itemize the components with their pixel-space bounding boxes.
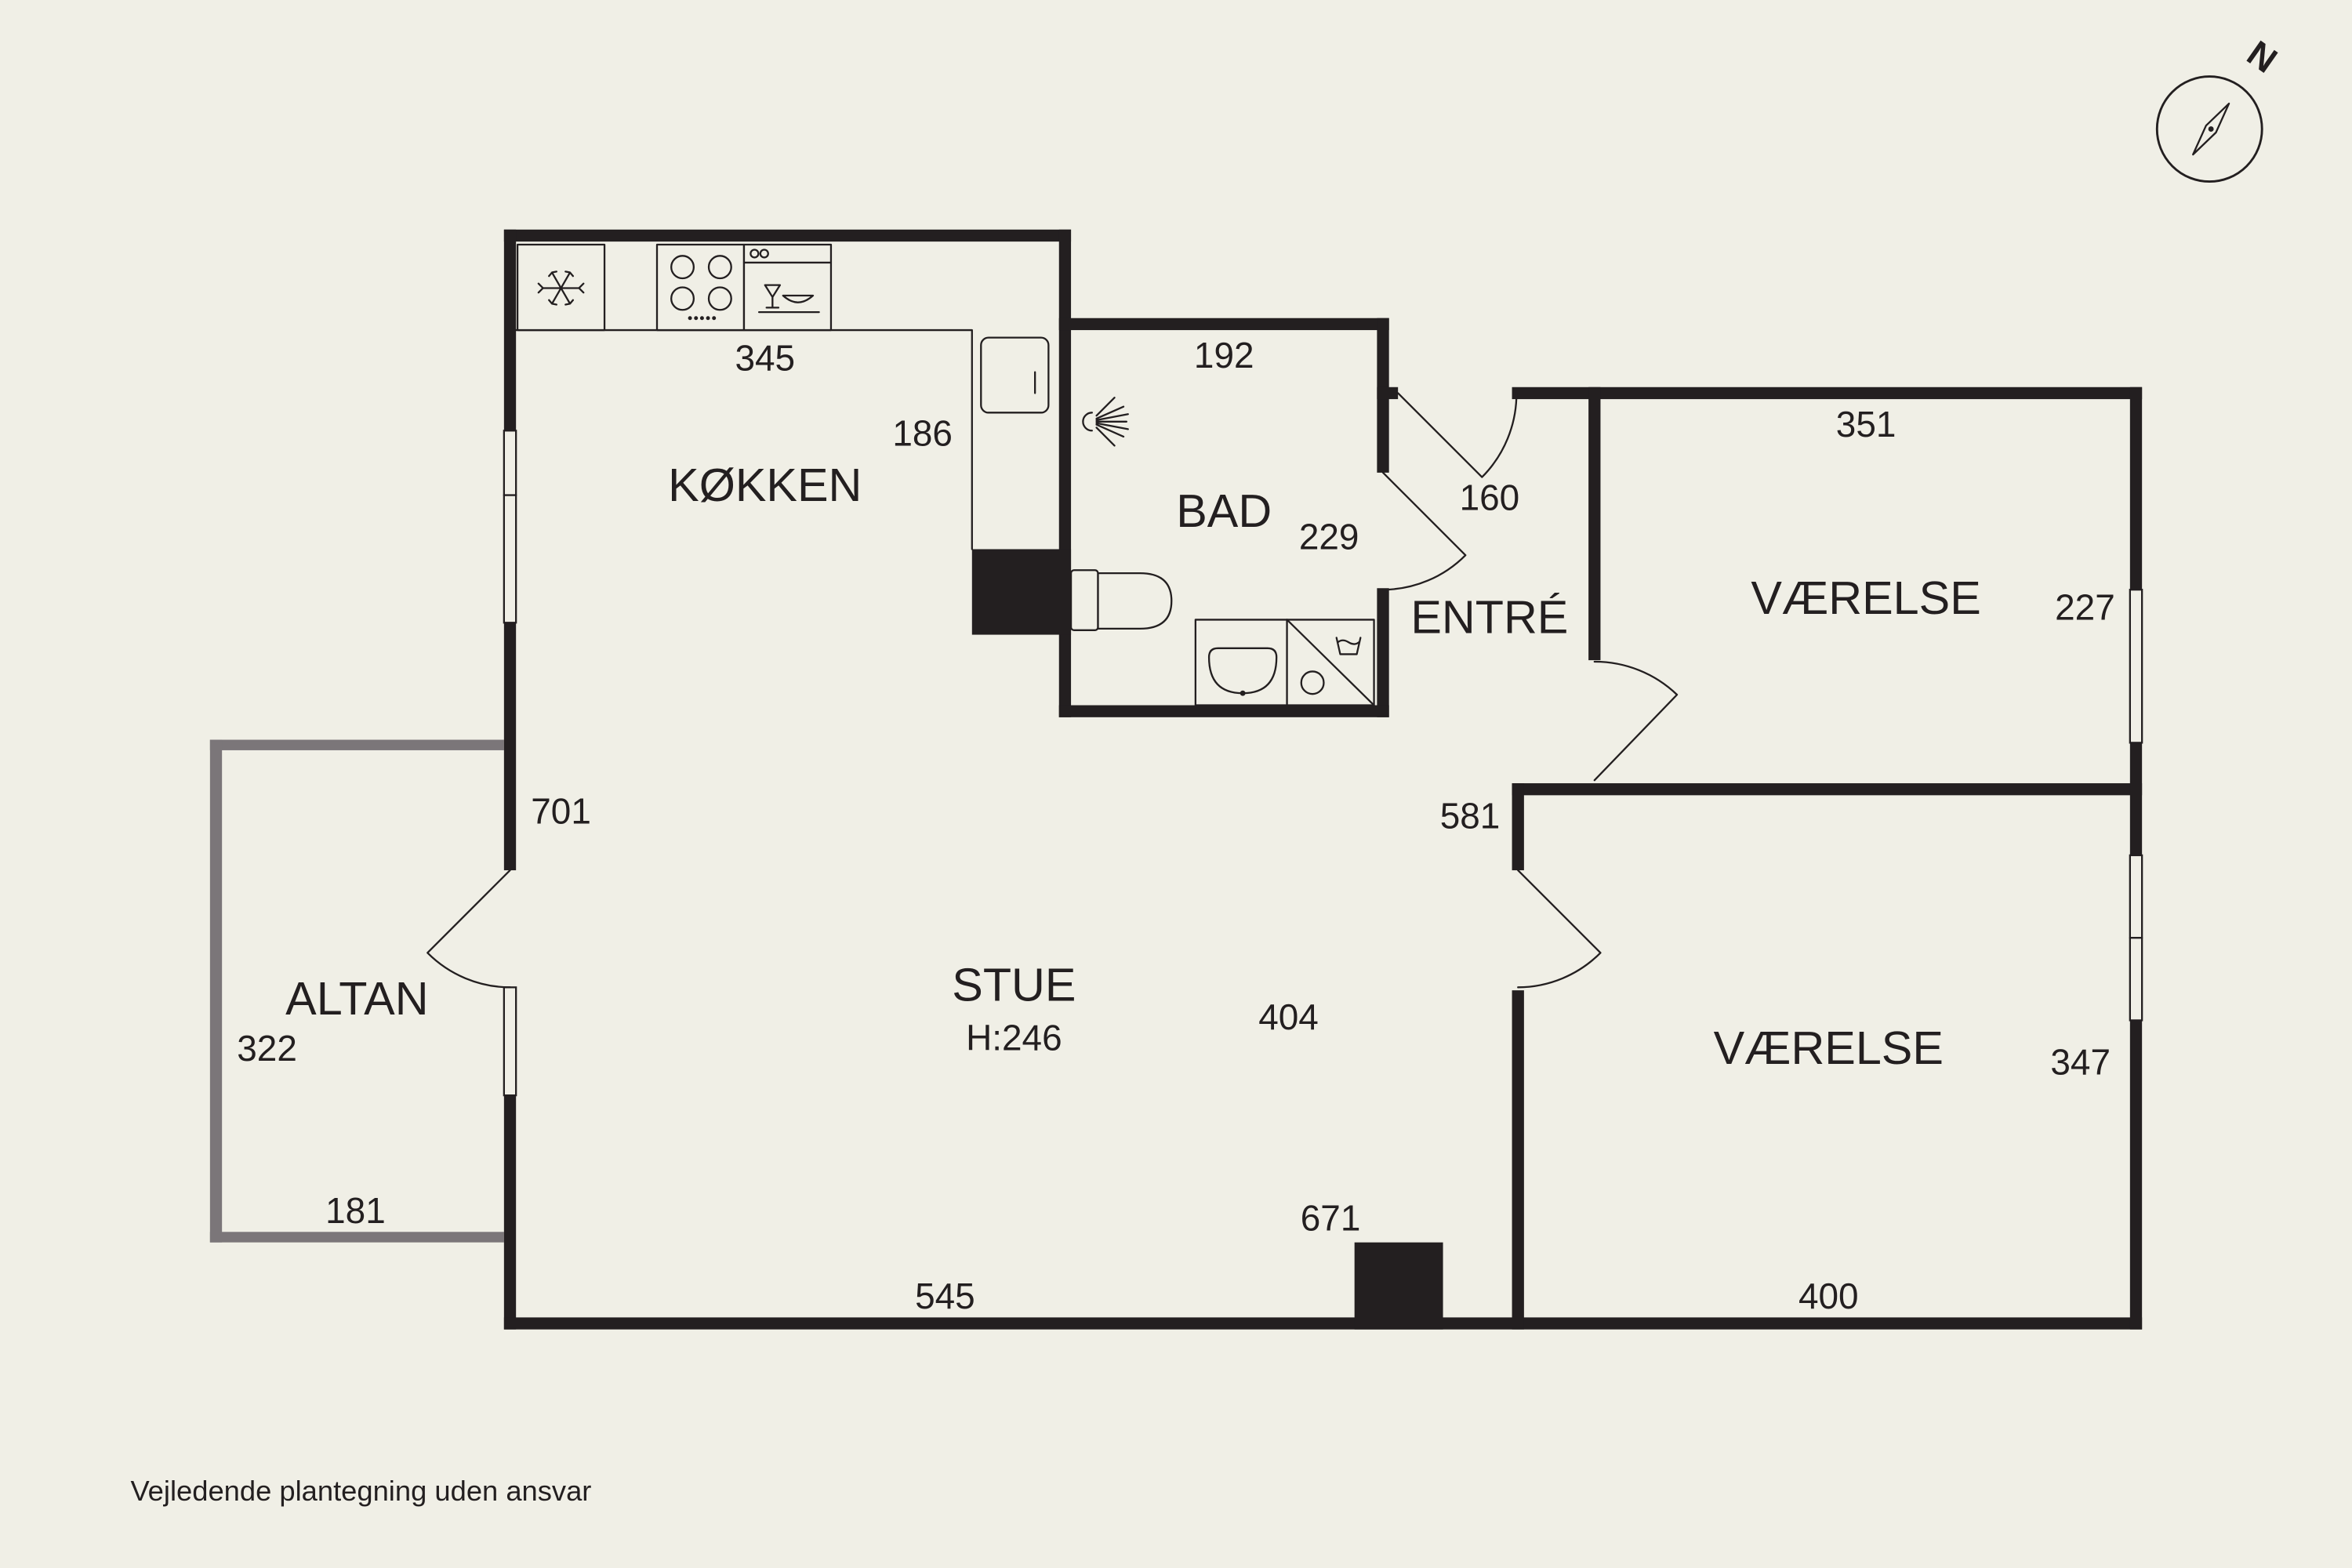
balcony-outline — [209, 739, 504, 1243]
dimension-label: 701 — [531, 791, 591, 832]
fridge-icon — [516, 243, 606, 332]
wall-segment — [503, 622, 517, 871]
dimension-label: 351 — [1836, 404, 1896, 445]
room-label-kitchen: KØKKEN — [668, 459, 862, 511]
dimension-label: 671 — [1301, 1197, 1361, 1238]
stove-icon — [655, 243, 746, 332]
doors — [426, 392, 1679, 989]
dimension-label: 229 — [1299, 516, 1359, 557]
wall-segment — [503, 1095, 517, 1330]
shower-icon — [1082, 397, 1129, 447]
toilet-icon — [1069, 569, 1173, 631]
wall-segment — [1512, 990, 1524, 1330]
dimension-label: 581 — [1440, 795, 1501, 836]
dimension-label: 186 — [892, 412, 953, 453]
disclaimer-text: Vejledende plantegning uden ansvar — [130, 1475, 591, 1507]
dimension-label: 400 — [1798, 1276, 1859, 1316]
dimension-labels: 345 186 192 229 160 351 227 347 400 581 … — [237, 335, 2114, 1316]
washbasin-icon — [1194, 619, 1288, 706]
wall-segment — [2129, 387, 2143, 590]
window — [503, 986, 517, 1097]
door-swing-bath — [1381, 471, 1467, 591]
wall-segment — [1377, 588, 1389, 717]
dimension-label: 347 — [2050, 1041, 2111, 1082]
dishwasher-icon — [742, 243, 833, 332]
balcony-wall — [209, 739, 223, 1243]
room-label-balcony: ALTAN — [285, 972, 428, 1025]
room-label-bedroom-upper: VÆRELSE — [1751, 572, 1980, 624]
wall-segment — [2129, 742, 2143, 855]
door-swing-entrance — [1397, 392, 1518, 478]
dimension-label: 192 — [1194, 335, 1254, 376]
dimension-label: 322 — [237, 1028, 297, 1069]
kitchen-fixtures — [515, 243, 1050, 550]
wall-segment — [1512, 783, 2143, 796]
room-label-bedroom-lower: VÆRELSE — [1714, 1022, 1944, 1074]
wall-segment — [503, 1317, 2143, 1330]
dimension-label: 160 — [1460, 477, 1520, 518]
wall-segment — [1377, 387, 1399, 400]
room-labels: KØKKEN BAD ENTRÉ VÆRELSE VÆRELSE STUE H:… — [285, 459, 1981, 1074]
bath-fixtures — [1069, 397, 1375, 706]
balcony-wall — [209, 1232, 504, 1243]
wall-segment — [503, 229, 1072, 242]
window — [503, 430, 517, 624]
balcony-wall — [209, 739, 504, 750]
washing-machine-icon — [1286, 619, 1375, 706]
chimney-block — [1354, 1242, 1443, 1330]
wall-segment — [1058, 318, 1389, 331]
room-label-bath: BAD — [1176, 485, 1272, 537]
dimension-label: 181 — [325, 1190, 386, 1231]
door-swing-bedroom-upper — [1593, 660, 1679, 782]
dimension-label: 345 — [735, 338, 795, 379]
wall-segment — [503, 229, 517, 431]
dimension-label: 404 — [1258, 996, 1319, 1037]
kitchen-sink-icon — [980, 336, 1050, 414]
walls — [503, 229, 2143, 1330]
wall-segment — [1058, 229, 1072, 717]
wall-segment — [1512, 387, 2143, 400]
room-label-entry: ENTRÉ — [1410, 591, 1568, 644]
wall-segment — [1588, 387, 1601, 661]
dimension-label: 545 — [915, 1276, 975, 1316]
dimension-label: 227 — [2055, 586, 2115, 627]
wall-segment — [1058, 705, 1389, 717]
wall-segment — [2129, 1020, 2143, 1330]
room-label-living: STUE — [952, 959, 1076, 1011]
shaft-block — [971, 549, 1072, 635]
ceiling-height-label: H:246 — [966, 1018, 1062, 1058]
door-swing-bedroom-lower — [1517, 869, 1602, 989]
window — [2129, 589, 2143, 744]
wall-segment — [1512, 783, 1524, 871]
door-swing-balcony — [426, 869, 511, 989]
